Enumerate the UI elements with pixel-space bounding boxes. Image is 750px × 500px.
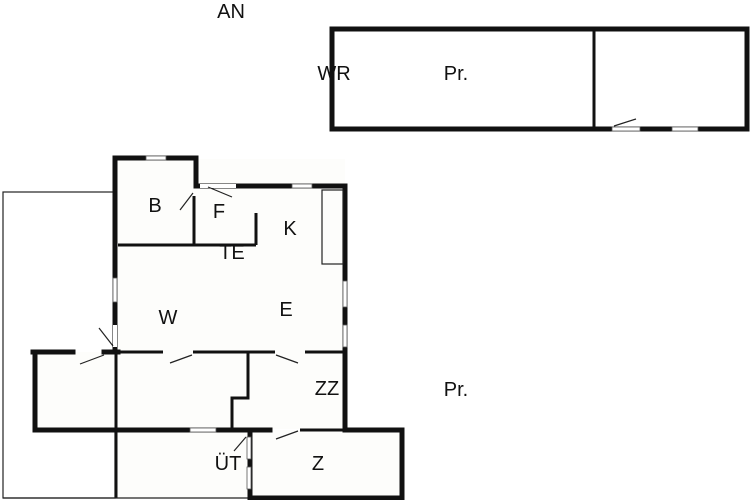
- label-te: TE: [219, 242, 245, 264]
- label-zz: ZZ: [314, 378, 340, 400]
- kitchen-counter: [321, 189, 344, 265]
- door-opening: [611, 126, 641, 132]
- label-b: B: [148, 195, 162, 217]
- main-house: [2, 155, 405, 500]
- window: [671, 126, 699, 132]
- label-an: AN: [217, 1, 245, 23]
- outbuilding: [329, 26, 750, 132]
- label-w: W: [158, 307, 178, 329]
- label-e: E: [279, 299, 293, 321]
- label-k: K: [283, 218, 297, 240]
- label-f: F: [212, 201, 226, 223]
- label-z: Z: [311, 453, 325, 475]
- label-ut: ÜT: [214, 453, 242, 475]
- terrace-outline: [2, 191, 116, 499]
- label-pr-bottom: Pr.: [443, 379, 469, 401]
- label-wr: WR: [317, 63, 351, 85]
- label-pr-top: Pr.: [443, 63, 469, 85]
- door-swing: [613, 118, 637, 127]
